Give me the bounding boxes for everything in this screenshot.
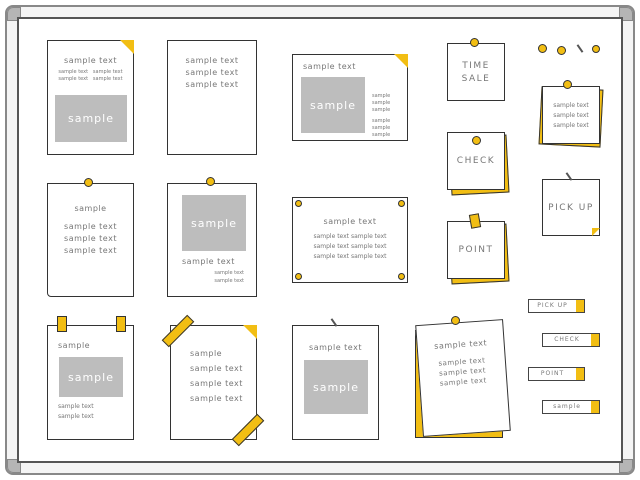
note-text: sample text sample text [313,243,387,250]
note-time-sale[interactable]: TIME SALE [447,43,505,101]
pin-icon [470,38,479,47]
note-text: sample text [64,234,117,243]
note-needle-image[interactable]: sample text sample [292,325,379,440]
note-text: sample text [64,246,117,255]
note-text: sample text [185,56,239,65]
note-text: TIME [462,61,490,71]
tape-icon [57,316,67,332]
pushpin-icon [206,177,215,186]
note-text: sample [372,100,391,106]
note-title: sample text [64,56,117,65]
note-text: sample text [553,112,589,119]
note-plain[interactable]: sample text sample text sample text [167,40,257,155]
curl-icon [120,40,134,54]
note-title: sample [190,349,223,358]
pin-icon [398,200,405,207]
note-text: sample text [190,394,243,403]
note-title: sample [74,204,107,213]
note-pinned-text[interactable]: sample sample text sample text sample te… [47,183,134,297]
note-text: sample text [553,102,589,109]
pin-icon [557,46,566,55]
note-title: sample text [303,62,356,71]
fold-icon [394,54,408,68]
note-text: sample [372,107,391,113]
note-text: PICK UP [548,203,594,213]
note-text: sample [372,93,391,99]
note-tilted[interactable]: sample text sample text sample text samp… [415,319,511,437]
note-text: sample text sample text [313,253,387,260]
pushpin-icon [563,80,572,89]
note-text: sample [372,125,391,131]
note-text: sample text [58,76,89,82]
note-text: sample text [92,76,123,82]
pin-icon [592,45,600,53]
note-text: sample text [92,69,123,75]
note-text: sample text [58,413,94,420]
pushpin-icon [451,316,460,325]
image-placeholder: sample [304,360,368,414]
note-text: CHECK [456,156,496,166]
pin-icon [295,273,302,280]
note-pinned-image[interactable]: sample sample text sample text sample te… [167,183,257,297]
note-title: sample [58,341,91,350]
note-taped-image[interactable]: sample sample sample text sample text [47,325,134,440]
note-point[interactable]: POINT [447,221,505,279]
note-landscape-image[interactable]: sample text sample sample sample sample … [292,54,408,141]
note-text: sample text [553,122,589,129]
image-placeholder: sample [301,77,365,133]
note-four-pins[interactable]: sample text sample text sample text samp… [292,197,408,283]
note-curl-image[interactable]: sample text sample text sample text samp… [47,40,134,155]
tape-icon [116,316,126,332]
note-text: POINT [458,245,494,255]
note-text: sample text [64,222,117,231]
note-text: sample text sample text [313,233,387,240]
note-text: sample text [58,69,89,75]
image-placeholder: sample [59,357,123,397]
image-placeholder: sample [182,195,246,251]
pushpin-icon [538,44,547,53]
note-text: sample text [214,270,244,276]
note-title: sample text [433,338,488,351]
note-text: sample text [185,80,239,89]
pin-icon [472,136,481,145]
note-text: sample text [185,68,239,77]
image-placeholder: sample [55,95,127,142]
note-text: sample text [190,379,243,388]
label-point[interactable]: POINT [528,367,585,381]
label-sample[interactable]: sample [542,400,600,414]
note-title: sample text [323,217,377,226]
note-text: sample [372,132,391,138]
note-text: sample text [58,403,94,410]
note-title: sample text [309,343,362,352]
curl-icon [243,325,257,339]
note-text: sample text [214,278,244,284]
note-stacked[interactable]: sample text sample text sample text [542,86,600,144]
pin-icon [84,178,93,187]
note-taped-corners[interactable]: sample sample text sample text sample te… [170,325,257,440]
fold-icon [592,228,600,236]
note-pick-up[interactable]: PICK UP [542,179,600,236]
label-pick-up[interactable]: PICK UP [528,299,585,313]
note-text: sample text [190,364,243,373]
label-check[interactable]: CHECK [542,333,600,347]
note-title: sample text [182,257,235,266]
pin-icon [398,273,405,280]
pin-icon [295,200,302,207]
note-text: sample [372,118,391,124]
note-text: SALE [461,74,491,84]
